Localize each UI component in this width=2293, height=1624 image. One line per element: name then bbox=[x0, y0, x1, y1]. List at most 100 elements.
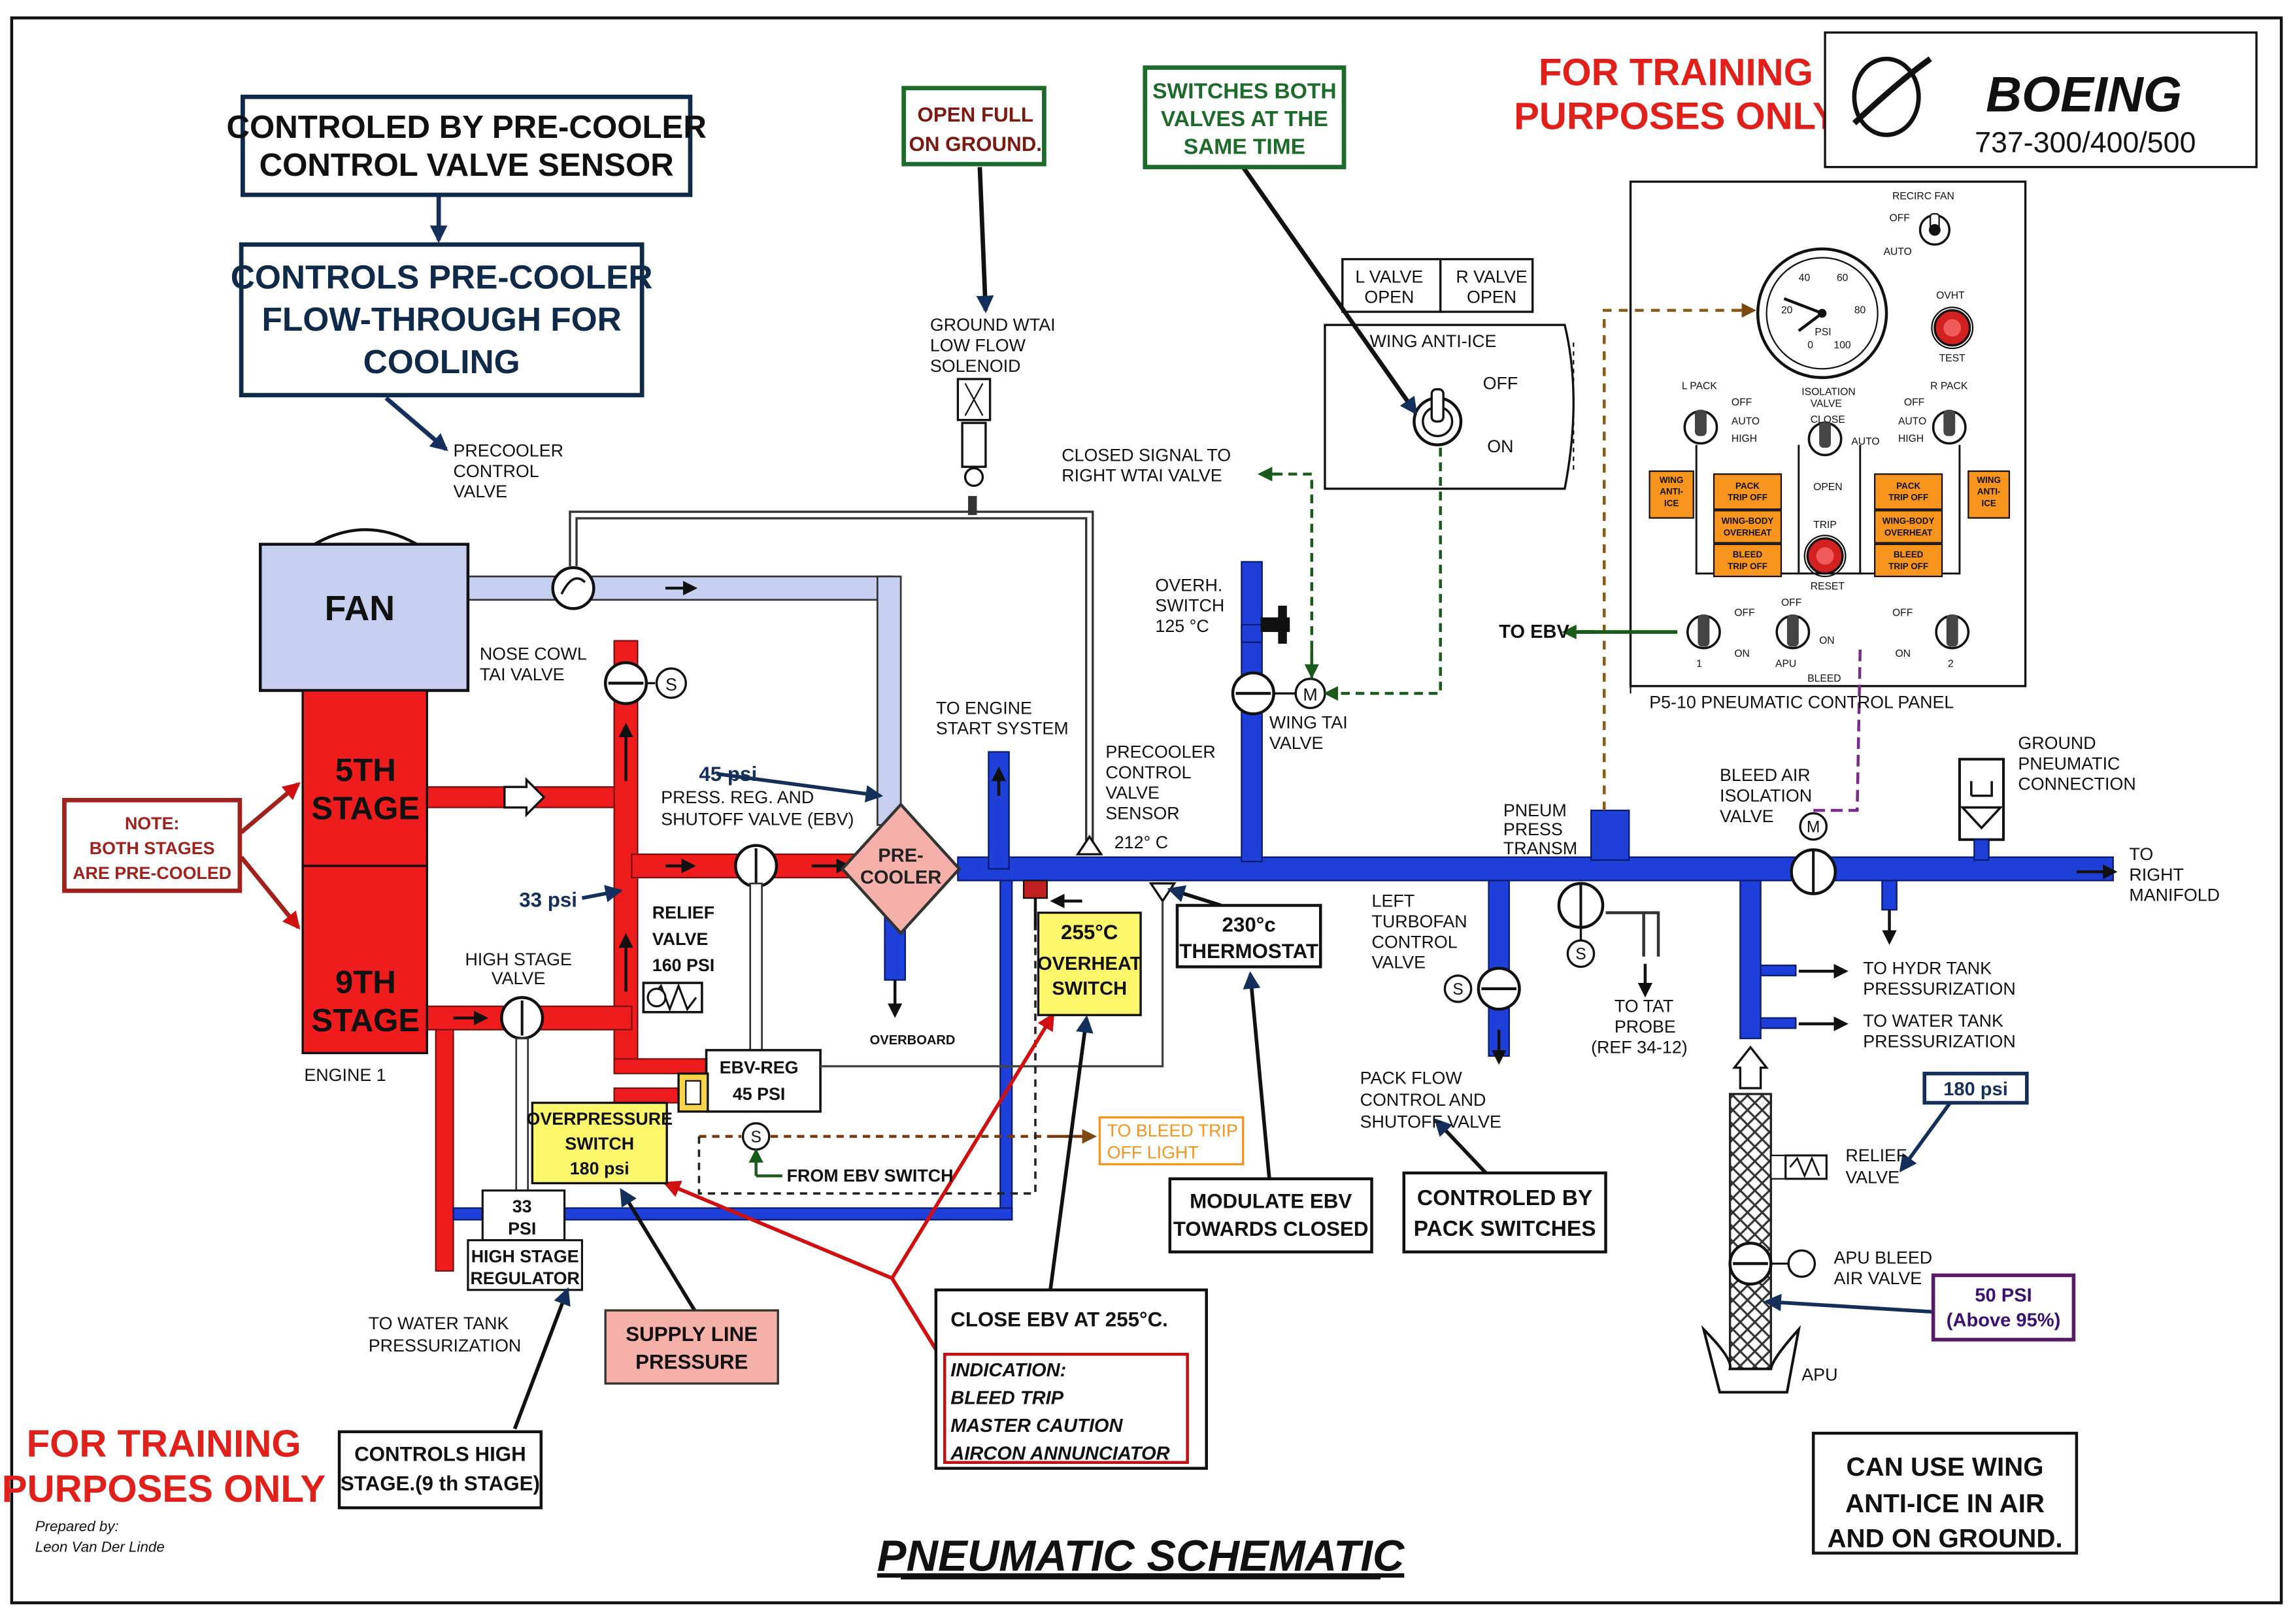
panel-rp-auto: AUTO bbox=[1898, 416, 1926, 427]
prsov-line1: PRESS. REG. AND bbox=[661, 787, 814, 807]
can-use-line3: AND ON GROUND. bbox=[1827, 1524, 2062, 1553]
controls-precooler-line3: COOLING bbox=[363, 342, 520, 380]
pneum-press-signal bbox=[1603, 308, 1749, 810]
thermostat-line bbox=[820, 901, 1164, 1068]
psi50-line1: 50 PSI bbox=[1975, 1285, 2032, 1306]
wai-signal-line bbox=[1324, 448, 1442, 695]
apu-flow-arrow bbox=[1732, 1045, 1769, 1089]
water-left-line2: PRESSURIZATION bbox=[369, 1336, 522, 1355]
gauge-40: 40 bbox=[1799, 273, 1811, 284]
controls-precooler-line2: FLOW-THROUGH FOR bbox=[261, 300, 621, 338]
ann-r-pack-2: TRIP OFF bbox=[1888, 493, 1928, 503]
recirc-fan-switch[interactable] bbox=[1928, 224, 1941, 236]
psi50-line2: (Above 95%) bbox=[1947, 1310, 2061, 1331]
box-50psi bbox=[1931, 1273, 2076, 1342]
isolation-valve-switch[interactable] bbox=[1807, 421, 1843, 457]
apu-label: APU bbox=[1801, 1365, 1837, 1385]
tat-line2: PROBE bbox=[1615, 1017, 1676, 1036]
ann-r-bto-1: BLEED bbox=[1894, 550, 1924, 559]
to-ebv-label: TO EBV bbox=[1499, 621, 1569, 642]
panel-recirc-auto: AUTO bbox=[1884, 246, 1912, 257]
pneum-line2: PRESS bbox=[1503, 820, 1563, 839]
gauge-100: 100 bbox=[1834, 340, 1851, 351]
precooler-line1: PRE- bbox=[878, 845, 923, 866]
ovht-test-button[interactable] bbox=[1931, 307, 1974, 350]
controlled-pack-line1: CONTROLED BY bbox=[1417, 1186, 1592, 1210]
r-pack-switch[interactable] bbox=[1932, 409, 1967, 445]
trip-reset-button[interactable] bbox=[1803, 535, 1847, 578]
apu-bleed-line1: APU BLEED bbox=[1834, 1248, 1933, 1268]
open-full-line1: OPEN FULL bbox=[918, 103, 1033, 126]
precooler-control-valve bbox=[551, 566, 595, 610]
fan-label: FAN bbox=[325, 589, 395, 628]
prepared-by: Prepared by: bbox=[35, 1518, 119, 1534]
pointer-open-full bbox=[976, 167, 994, 314]
indication-line3: MASTER CAUTION bbox=[950, 1416, 1123, 1436]
pack-solenoid-s: S bbox=[1575, 946, 1586, 963]
hsv-line1: HIGH STAGE bbox=[465, 950, 571, 969]
relief-line3: 160 PSI bbox=[652, 955, 714, 975]
bleed-1-switch[interactable] bbox=[1686, 614, 1721, 650]
wtai-line3: SOLENOID bbox=[930, 356, 1021, 376]
pcv-line3: VALVE bbox=[454, 482, 508, 501]
ann-r-wai-1: WING bbox=[1977, 475, 2001, 485]
panel-lp-high: HIGH bbox=[1732, 433, 1757, 444]
l-pack-switch[interactable] bbox=[1683, 409, 1718, 445]
ann-r-wbo-1: WING-BODY bbox=[1883, 516, 1935, 526]
ann-l-wbo-1: WING-BODY bbox=[1722, 516, 1774, 526]
wing-tai-line1: WING TAI bbox=[1269, 713, 1348, 733]
water-right-line2: PRESSURIZATION bbox=[1863, 1031, 2016, 1051]
panel-recirc: RECIRC FAN bbox=[1892, 191, 1954, 202]
bleed-2-switch[interactable] bbox=[1935, 614, 1970, 650]
stage-9-section bbox=[301, 865, 428, 1055]
gpc-line3: CONNECTION bbox=[2018, 774, 2135, 794]
gauge-60: 60 bbox=[1837, 273, 1849, 284]
training-bottom-line2: PURPOSES ONLY bbox=[2, 1468, 326, 1510]
box-switches-both bbox=[1143, 65, 1347, 169]
tat-line1: TO TAT bbox=[1615, 997, 1673, 1016]
pointer-45psi bbox=[716, 772, 884, 803]
overh-line3: 125 °C bbox=[1155, 616, 1209, 636]
biv-line3: VALVE bbox=[1720, 806, 1774, 826]
pcvs-line5: 212° C bbox=[1114, 833, 1168, 852]
page-title: PNEUMATIC SCHEMATIC bbox=[877, 1531, 1405, 1580]
wing-anti-ice-label: WING ANTI-ICE bbox=[1370, 331, 1497, 351]
panel-apu-off: OFF bbox=[1781, 597, 1801, 608]
box-controlled-pack bbox=[1402, 1171, 1607, 1253]
pack-flow-line3: SHUTOFF VALVE bbox=[1360, 1112, 1501, 1131]
box-overheat-switch bbox=[1037, 911, 1142, 1016]
box-overpressure-switch bbox=[531, 1101, 668, 1185]
pointer-indication-overheat bbox=[890, 1012, 1055, 1374]
turbofan-solenoid-s: S bbox=[1452, 981, 1463, 999]
panel-two: 2 bbox=[1948, 659, 1954, 670]
apu-bleed-switch[interactable] bbox=[1775, 614, 1811, 650]
stage5-line2: STAGE bbox=[311, 790, 420, 826]
pcvs-line4: SENSOR bbox=[1105, 803, 1179, 823]
isolation-motor-m: M bbox=[1807, 819, 1820, 837]
overheat-line1: 255°C bbox=[1061, 921, 1118, 944]
box-to-bleed-trip bbox=[1098, 1116, 1245, 1166]
overheat-sensor-icon bbox=[1022, 880, 1048, 931]
pcv-line1: PRECOOLER bbox=[454, 441, 563, 461]
ebv-regulator bbox=[705, 1049, 822, 1113]
overpressure-line2: SWITCH bbox=[565, 1134, 634, 1153]
ann-l-wbo-2: OVERHEAT bbox=[1724, 527, 1772, 537]
nose-cowl-line1: NOSE COWL bbox=[480, 644, 587, 664]
ann-l-bto-1: BLEED bbox=[1733, 550, 1763, 559]
pointer-thermostat bbox=[1167, 885, 1222, 908]
panel-iso-1: ISOLATION bbox=[1801, 387, 1855, 398]
left-turbofan-valve bbox=[1443, 967, 1521, 1011]
gpc-line1: GROUND bbox=[2018, 733, 2096, 753]
close-ebv-text: CLOSE EBV AT 255°C. bbox=[950, 1308, 1168, 1331]
pack-flow-valve bbox=[1557, 882, 1660, 969]
box-thermostat bbox=[1175, 904, 1322, 969]
panel-reset: RESET bbox=[1811, 581, 1845, 592]
wing-tai-valve bbox=[1231, 671, 1326, 716]
wtai-line1: GROUND WTAI bbox=[930, 315, 1056, 335]
overheat-line2: OVERHEAT bbox=[1037, 953, 1142, 974]
bleed-isolation-valve bbox=[1790, 812, 1837, 895]
wai-on-label: ON bbox=[1487, 437, 1513, 456]
pack-flow-line1: PACK FLOW bbox=[1360, 1068, 1463, 1087]
wing-anti-ice-switch[interactable] bbox=[1413, 388, 1463, 446]
bleed-manifold bbox=[452, 561, 2114, 1221]
